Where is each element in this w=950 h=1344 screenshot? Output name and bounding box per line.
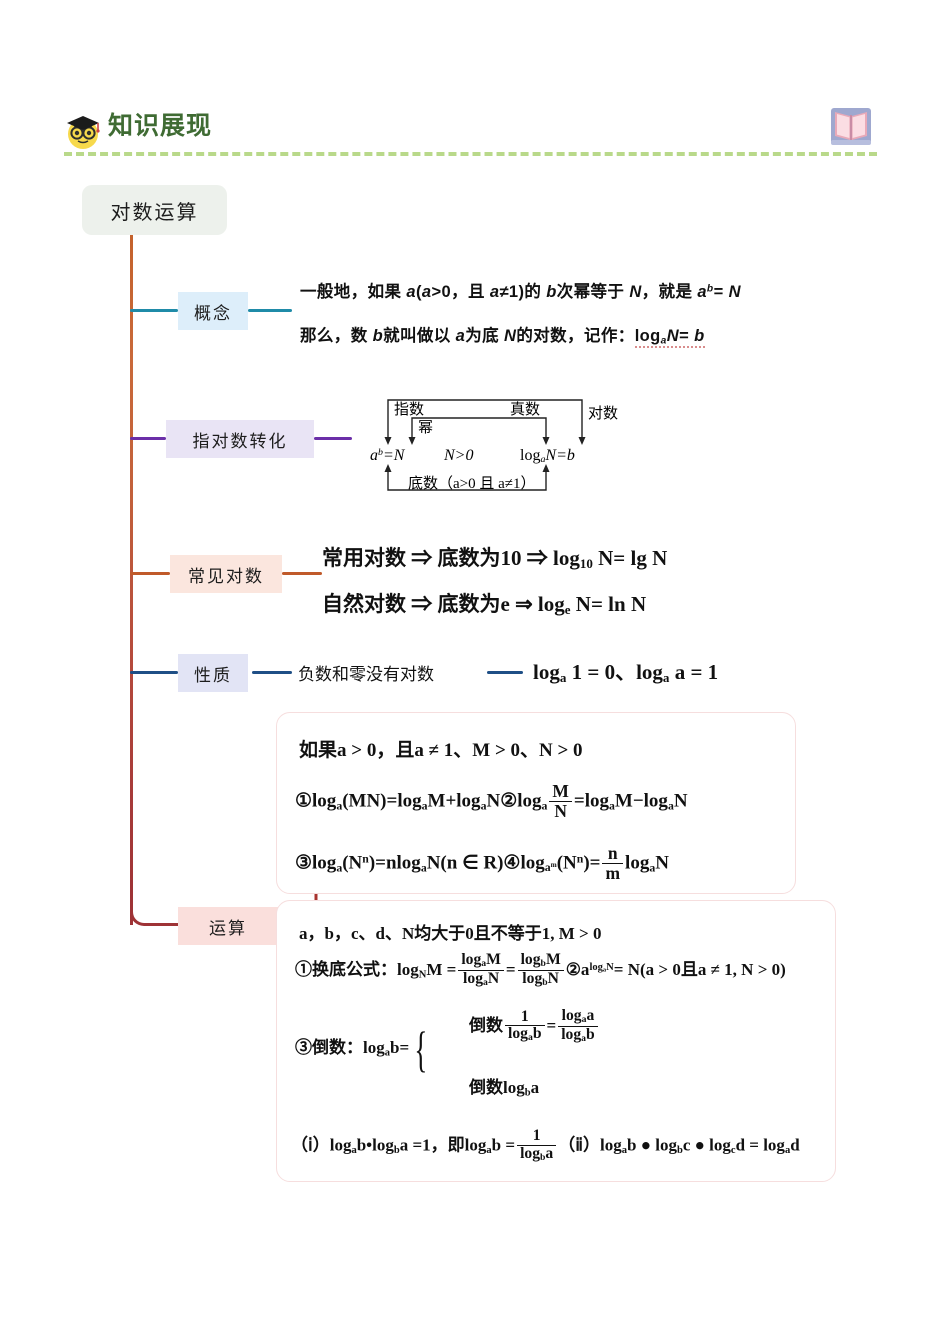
connector-concept-left [130, 309, 178, 312]
frac-den: logaN [458, 969, 504, 989]
frac-num: logaa [561, 1007, 595, 1026]
frac-den: logbN [517, 969, 564, 989]
concept-line-2: 那么，数 b就叫做以 a为底 N的对数，记作：logaN= b [300, 327, 705, 348]
branch-node-concept[interactable]: 概念 [178, 292, 248, 330]
frac-den: logba [517, 1145, 557, 1164]
cob-rule-3-case-2: 倒数logba [469, 1078, 540, 1099]
open-book-icon [825, 100, 877, 152]
header-divider [64, 152, 877, 156]
connector-property-right [252, 671, 292, 674]
common-logs-content: 常用对数 ⇒ 底数为10 ⇒ log10 N= lg N 自然对数 ⇒ 底数为e… [322, 542, 667, 618]
natural-log-line: 自然对数 ⇒ 底数为e ⇒ loge N= ln N [322, 592, 647, 617]
connector-property-left [130, 671, 178, 674]
expr-exponential: ab=N [370, 447, 405, 465]
frac-den: logab [558, 1025, 598, 1045]
branch-node-operations[interactable]: 运算 [178, 907, 278, 945]
expr-condition: N>0 [444, 447, 474, 464]
frac-den: logab [505, 1025, 545, 1044]
frac-num: logaM [461, 951, 501, 970]
change-of-base-box: a，b，c、d、N均大于0且不等于1, M > 0 ①换底公式：logNM =l… [276, 900, 836, 1182]
trunk-line [130, 235, 133, 925]
branch-node-conversion[interactable]: 指对数转化 [166, 420, 314, 458]
property-text: 负数和零没有对数 [298, 665, 434, 684]
sub-a-power-m: am [544, 860, 557, 875]
frac-num: logbM [520, 951, 561, 970]
concept-line-1: 一般地，如果 a(a>0，且 a≠1)的 b次幂等于 N，就是 ab= N [300, 283, 741, 301]
page-title: 知识展现 [108, 112, 213, 140]
expr-logarithmic: logaN=b [520, 447, 575, 466]
connector-commonlog-right [282, 572, 322, 575]
cob-rule-3: ③倒数：logab={ [295, 1021, 428, 1077]
connector-conversion-left [130, 437, 166, 440]
label-power: 幂 [418, 420, 434, 436]
label-base: 底数（a>0 且 a≠1） [408, 476, 536, 492]
branch-node-common-logs[interactable]: 常见对数 [170, 555, 282, 593]
concept-content: 一般地，如果 a(a>0，且 a≠1)的 b次幂等于 N，就是 ab= N 那么… [300, 278, 741, 348]
connector-concept-right [248, 309, 292, 312]
log-notation: logaN= b [634, 327, 705, 348]
scholar-emoji-icon [62, 110, 106, 152]
label-exponent: 指数 [394, 402, 425, 418]
connector-commonlog-left [130, 572, 170, 575]
exponent-log-a-N: logaN [589, 961, 614, 973]
label-antilogarithm: 真数 [510, 402, 541, 418]
connector-conversion-right [314, 437, 352, 440]
exp-log-conversion-diagram: 指数 幂 真数 对数 ab=N N>0 logaN=b 底数（a>0 且 a≠1… [360, 392, 620, 497]
label-logarithm: 对数 [588, 406, 619, 422]
common-log-line: 常用对数 ⇒ 底数为10 ⇒ log10 N= lg N [322, 546, 668, 571]
operations-rules-box: 如果a > 0，且a ≠ 1、M > 0、N > 0 ①loga(MN)=log… [276, 712, 796, 894]
page-header: 知识展现 [62, 104, 877, 160]
root-node[interactable]: 对数运算 [82, 185, 227, 235]
cob-condition: a，b，c、d、N均大于0且不等于1, M > 0 [299, 924, 602, 943]
ops-condition: 如果a > 0，且a ≠ 1、M > 0、N > 0 [299, 740, 583, 761]
branch-node-property[interactable]: 性质 [178, 654, 248, 692]
trunk-elbow [130, 880, 178, 926]
property-formula: loga 1 = 0、loga a = 1 [533, 660, 719, 685]
case-brace: { [414, 1021, 428, 1077]
connector-property-formula [487, 671, 523, 674]
